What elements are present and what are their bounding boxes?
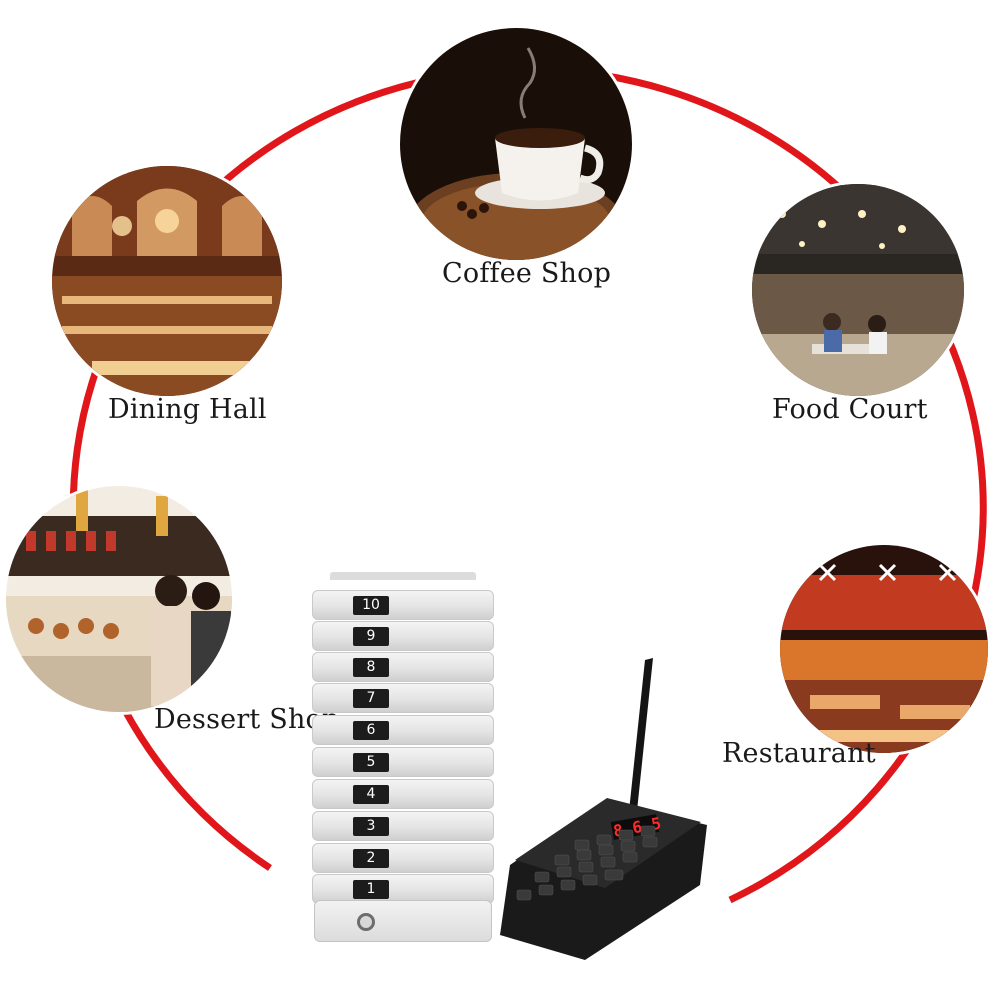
caption-coffee-shop: Coffee Shop: [442, 258, 612, 289]
pager-number: 8: [353, 658, 389, 677]
charging-base: [314, 900, 492, 942]
pager-10: 10: [312, 590, 494, 620]
food-court-photo: [752, 184, 964, 396]
pager-stack: 10 9 8 7 6 5 4 3 2 1: [312, 572, 494, 946]
power-jack-icon: [357, 913, 375, 931]
pager-number: 6: [353, 721, 389, 740]
restaurant-photo: [780, 545, 988, 753]
pager-number: 3: [353, 817, 389, 836]
pager-number: 9: [353, 627, 389, 646]
pager-number: 5: [353, 753, 389, 772]
caption-restaurant: Restaurant: [722, 738, 876, 769]
pager-2: 2: [312, 843, 494, 873]
pager-3: 3: [312, 811, 494, 841]
pager-stack-top: [330, 572, 476, 580]
antenna-icon: [627, 658, 653, 830]
pager-number: 1: [353, 880, 389, 899]
pager-number: 7: [353, 689, 389, 708]
pager-number: 2: [353, 849, 389, 868]
dessert-shop-photo: [6, 486, 232, 712]
coffee-shop-photo: [400, 28, 632, 260]
pager-4: 4: [312, 779, 494, 809]
pager-8: 8: [312, 652, 494, 682]
pager-9: 9: [312, 621, 494, 651]
pager-5: 5: [312, 747, 494, 777]
caption-dining-hall: Dining Hall: [108, 394, 267, 425]
caption-food-court: Food Court: [772, 394, 928, 425]
pager-7: 7: [312, 683, 494, 713]
pager-number: 10: [353, 596, 389, 615]
transmitter-keypad: 8.6.5: [500, 658, 707, 960]
dining-hall-photo: [52, 166, 282, 396]
pager-number: 4: [353, 785, 389, 804]
caption-dessert-shop: Dessert Shop: [154, 704, 340, 735]
pager-1: 1: [312, 874, 494, 904]
pager-6: 6: [312, 715, 494, 745]
